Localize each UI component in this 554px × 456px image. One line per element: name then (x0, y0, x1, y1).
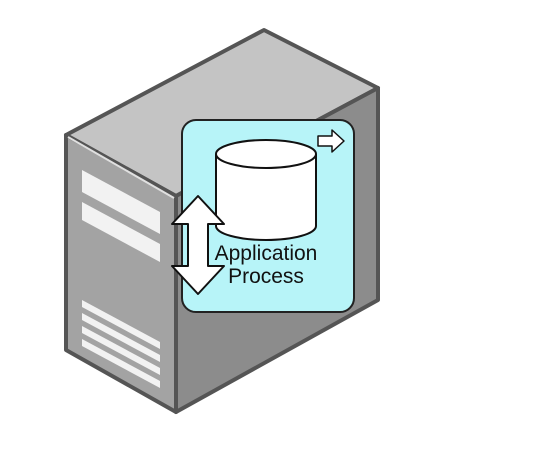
server-edge-highlight (67, 136, 175, 199)
vent-slot (82, 202, 160, 262)
cylinder-body (215, 154, 317, 241)
server-vents-upper (82, 170, 160, 262)
node-label-line1: Application (215, 242, 318, 265)
vent-slot (82, 339, 160, 388)
vent-slot (82, 326, 160, 375)
cylinder-top (215, 139, 317, 169)
vent-slot (82, 170, 160, 234)
double-arrow-icon (171, 195, 225, 295)
application-process-node: Application Process (171, 119, 355, 313)
vent-slot (82, 300, 160, 349)
right-arrow-icon (317, 129, 345, 153)
server-vents-lower (82, 300, 160, 388)
database-cylinder-icon (215, 139, 317, 241)
node-label-line2: Process (228, 265, 304, 288)
vent-slot (82, 313, 160, 362)
